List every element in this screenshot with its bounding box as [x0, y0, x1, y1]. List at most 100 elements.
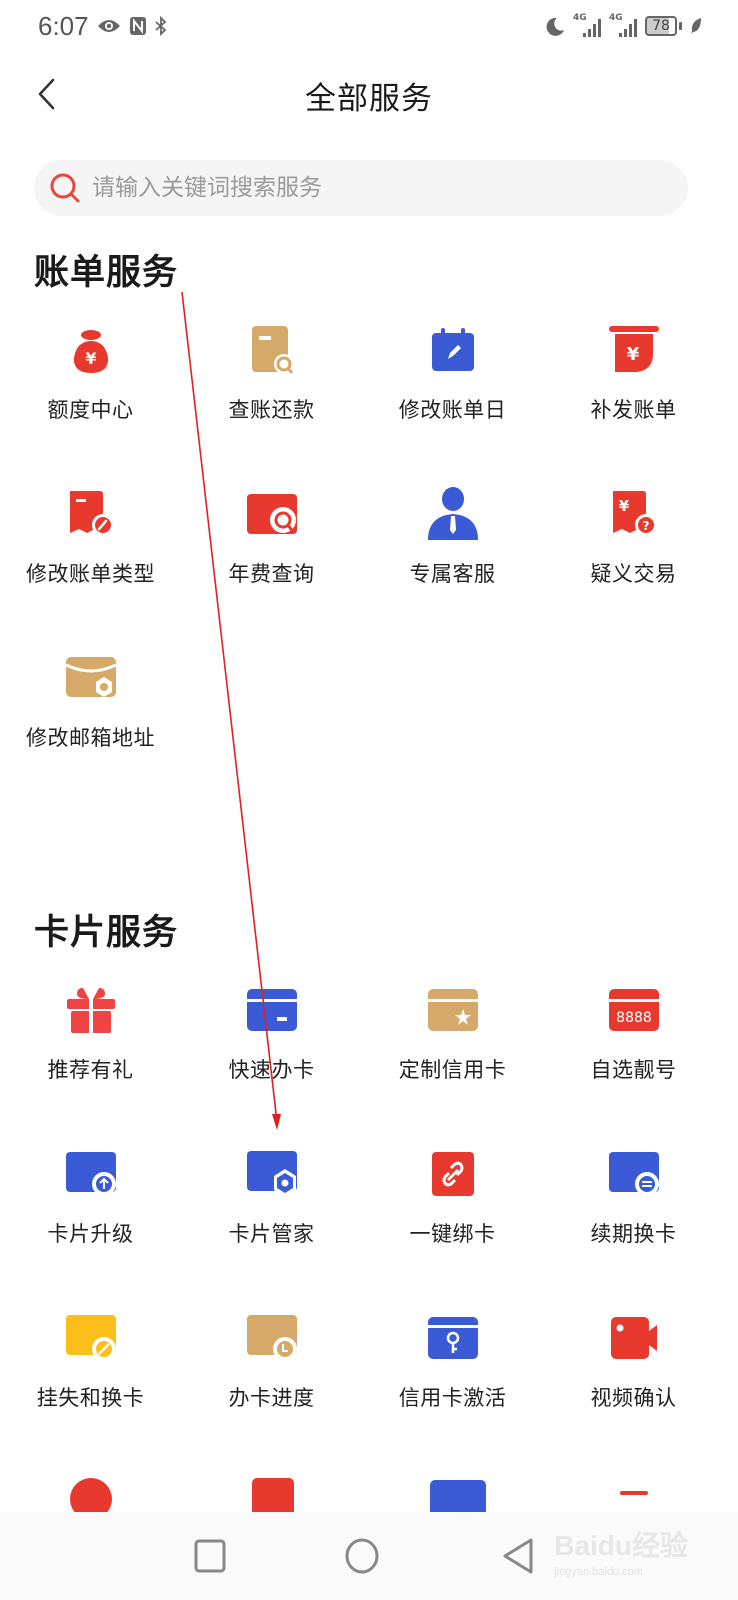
tile-label: 推荐有礼 — [47, 1058, 134, 1082]
tile-label: 专属客服 — [409, 562, 496, 586]
tile-label: 修改账单类型 — [26, 562, 155, 586]
calendar-edit-icon — [425, 322, 481, 378]
renew-card-icon — [606, 1146, 662, 1202]
choose-number-icon: 8888 — [606, 982, 662, 1038]
service-report-loss[interactable]: 挂失和换卡 — [0, 1288, 181, 1452]
signal-4g-icon: 4G — [573, 13, 601, 37]
service-change-mail-address[interactable]: 修改邮箱地址 — [0, 628, 181, 792]
bill-search-icon — [244, 322, 300, 378]
header: 全部服务 — [0, 60, 738, 130]
card-manager-icon — [244, 1146, 300, 1202]
service-quick-card[interactable]: 快速办卡 — [181, 960, 362, 1124]
section-title-bill-services: 账单服务 — [34, 253, 179, 293]
reissue-bill-icon: ¥ — [606, 322, 662, 378]
tile-label: 一键绑卡 — [409, 1222, 496, 1246]
service-choose-number[interactable]: 8888 自选靓号 — [543, 960, 724, 1124]
section-title-card-services: 卡片服务 — [34, 913, 179, 953]
status-left: 6:07 — [38, 11, 167, 42]
moon-icon — [545, 16, 565, 36]
battery-icon: 78 — [645, 16, 682, 36]
tile-label: 快速办卡 — [228, 1058, 315, 1082]
status-bar: 6:07 4G 4G 78 — [0, 0, 738, 52]
service-bind-card[interactable]: 一键绑卡 — [362, 1124, 543, 1288]
service-renew-card[interactable]: 续期换卡 — [543, 1124, 724, 1288]
bill-edit-icon — [63, 486, 119, 542]
tile-label: 挂失和换卡 — [36, 1386, 145, 1410]
back-nav-button[interactable] — [494, 1532, 542, 1580]
svg-text:¥: ¥ — [85, 349, 96, 368]
svg-text:8888: 8888 — [616, 1010, 652, 1026]
baidu-watermark: Baidu经验 jingyan.baidu.com — [554, 1530, 688, 1578]
home-button[interactable] — [338, 1532, 386, 1580]
customer-service-icon — [425, 486, 481, 542]
service-change-bill-date[interactable]: 修改账单日 — [362, 300, 543, 464]
svg-text:¥: ¥ — [626, 344, 639, 365]
back-button[interactable] — [26, 74, 66, 114]
service-reissue-bill[interactable]: ¥ 补发账单 — [543, 300, 724, 464]
service-card-manager[interactable]: 卡片管家 — [181, 1124, 362, 1288]
next-row-partial — [0, 1478, 738, 1512]
custom-card-icon — [425, 982, 481, 1038]
tile-label: 卡片管家 — [228, 1222, 315, 1246]
service-bill-repay[interactable]: 查账还款 — [181, 300, 362, 464]
circle-home-icon — [345, 1538, 379, 1574]
annual-fee-search-icon — [244, 486, 300, 542]
tile-label: 查账还款 — [228, 398, 315, 422]
partial-red-circle-icon — [70, 1478, 112, 1512]
mail-address-icon — [63, 650, 119, 706]
service-card-upgrade[interactable]: 卡片升级 — [0, 1124, 181, 1288]
service-referral-gift[interactable]: 推荐有礼 — [0, 960, 181, 1124]
money-bag-icon: ¥ — [63, 322, 119, 378]
tile-label: 定制信用卡 — [398, 1058, 507, 1082]
svg-text:?: ? — [642, 519, 649, 533]
search-icon — [50, 173, 80, 203]
service-card-progress[interactable]: 办卡进度 — [181, 1288, 362, 1452]
bind-card-link-icon — [425, 1146, 481, 1202]
partial-blue-card-icon — [430, 1480, 486, 1512]
recents-button[interactable] — [186, 1532, 234, 1580]
partial-red-card-icon — [252, 1478, 294, 1512]
eye-icon — [97, 18, 121, 34]
battery-level: 78 — [645, 16, 677, 36]
disputed-transaction-icon: ¥? — [606, 486, 662, 542]
service-annual-fee-query[interactable]: 年费查询 — [181, 464, 362, 628]
tile-label: 年费查询 — [228, 562, 315, 586]
card-progress-icon — [244, 1310, 300, 1366]
tile-label: 疑义交易 — [590, 562, 677, 586]
card-services-grid: 推荐有礼 快速办卡 定制信用卡 8888 自选靓号 卡片升级 卡片管家 — [0, 960, 724, 1452]
page-title: 全部服务 — [305, 80, 433, 117]
partial-red-bar-icon — [620, 1482, 648, 1501]
triangle-back-icon — [503, 1538, 533, 1574]
nfc-icon — [129, 16, 147, 36]
system-nav-bar: Baidu经验 jingyan.baidu.com — [0, 1512, 738, 1600]
square-recents-icon — [194, 1539, 226, 1573]
service-custom-card[interactable]: 定制信用卡 — [362, 960, 543, 1124]
service-quota-center[interactable]: ¥ 额度中心 — [0, 300, 181, 464]
service-change-bill-type[interactable]: 修改账单类型 — [0, 464, 181, 628]
service-video-confirm[interactable]: 视频确认 — [543, 1288, 724, 1452]
search-input[interactable] — [92, 175, 688, 201]
tile-label: 办卡进度 — [228, 1386, 315, 1410]
bluetooth-icon — [155, 16, 167, 36]
bill-services-grid: ¥ 额度中心 查账还款 修改账单日 ¥ 补发账单 修改账单类型 年费查询 — [0, 300, 724, 792]
tile-label: 修改邮箱地址 — [26, 726, 155, 750]
tile-label: 续期换卡 — [590, 1222, 677, 1246]
tile-label: 卡片升级 — [47, 1222, 134, 1246]
service-exclusive-cs[interactable]: 专属客服 — [362, 464, 543, 628]
service-disputed-transaction[interactable]: ¥? 疑义交易 — [543, 464, 724, 628]
quick-card-icon — [244, 982, 300, 1038]
gift-icon — [63, 982, 119, 1038]
card-upgrade-icon — [63, 1146, 119, 1202]
svg-text:¥: ¥ — [618, 497, 629, 515]
leaf-icon — [690, 17, 702, 35]
search-bar[interactable] — [34, 160, 688, 216]
service-card-activation[interactable]: 信用卡激活 — [362, 1288, 543, 1452]
chevron-left-icon — [38, 78, 55, 110]
card-activate-icon — [425, 1310, 481, 1366]
report-loss-icon — [63, 1310, 119, 1366]
status-right: 4G 4G 78 — [545, 13, 702, 37]
tile-label: 补发账单 — [590, 398, 677, 422]
tile-label: 自选靓号 — [590, 1058, 677, 1082]
tile-label: 额度中心 — [47, 398, 134, 422]
tile-label: 信用卡激活 — [398, 1386, 507, 1410]
